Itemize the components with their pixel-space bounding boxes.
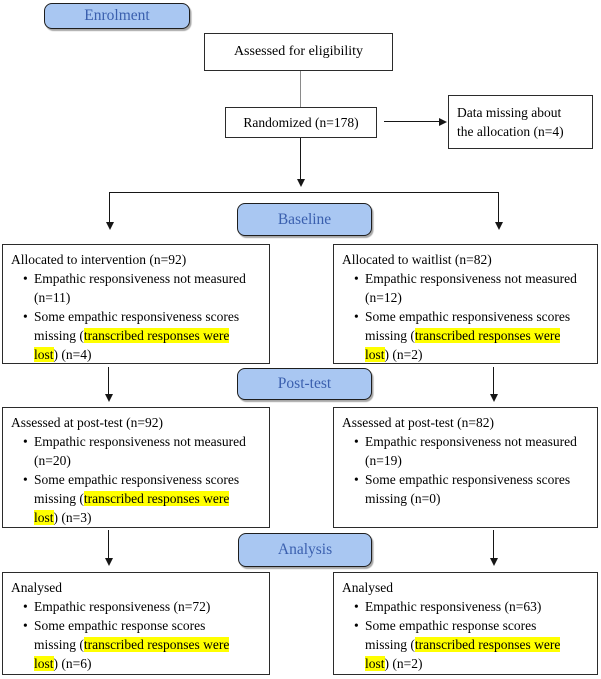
bullet-icon: •: [23, 271, 28, 286]
box-assessed-eligibility: Assessed for eligibility: [204, 33, 393, 71]
box-randomized: Randomized (n=178): [225, 107, 377, 138]
box-analysed-intervention: Analysed • Empathic responsiveness (n=72…: [2, 572, 270, 675]
allocated-intervention-title: Allocated to intervention (n=92): [11, 252, 187, 267]
arrow-posttest-right-down: [493, 530, 495, 559]
arrow-split-right: [498, 192, 500, 223]
arrow-alloc-left-down: [108, 367, 110, 395]
bullet-icon: •: [23, 309, 28, 324]
list-item: • Some empathic responsiveness scores mi…: [342, 470, 593, 508]
box-data-missing: Data missing about the allocation (n=4): [448, 95, 593, 149]
list-item: • Some empathic response scores missing …: [11, 616, 265, 673]
posttest-waitlist-title: Assessed at post-test (n=82): [342, 415, 494, 430]
arrow-posttest-left-down: [108, 530, 110, 559]
bullet-icon: •: [23, 599, 28, 614]
bullet-icon: •: [354, 271, 359, 286]
bullet-text: Some empathic response scores missing (: [365, 618, 537, 652]
list-item: • Empathic responsiveness not measured (…: [342, 432, 593, 470]
list-item: • Some empathic responsiveness scores mi…: [342, 307, 593, 363]
bullet-icon: •: [354, 309, 359, 324]
stage-label-baseline: Baseline: [277, 210, 332, 228]
bullet-text: ) (n=2): [384, 347, 423, 362]
bullet-text: Empathic responsiveness not measured (n=…: [34, 434, 246, 468]
bullet-text: Some empathic response scores missing (: [34, 618, 206, 652]
bullet-text: Empathic responsiveness not measured (n=…: [34, 271, 246, 305]
list-item: • Empathic responsiveness not measured (…: [11, 269, 265, 307]
bullet-text: Some empathic responsiveness scores miss…: [34, 309, 240, 343]
list-item: • Empathic responsiveness not measured (…: [342, 269, 593, 307]
analysed-waitlist-title: Analysed: [342, 580, 393, 595]
box-allocated-waitlist: Allocated to waitlist (n=82) • Empathic …: [333, 244, 598, 364]
line-eligibility-to-randomized: [300, 71, 301, 107]
analysed-intervention-title: Analysed: [11, 580, 62, 595]
bullet-icon: •: [23, 434, 28, 449]
allocated-waitlist-title: Allocated to waitlist (n=82): [342, 252, 492, 267]
bullet-icon: •: [354, 599, 359, 614]
bullet-icon: •: [23, 618, 28, 633]
list-item: • Some empathic responsiveness scores mi…: [11, 307, 265, 363]
stage-pill-baseline: Baseline: [237, 203, 372, 236]
bullet-icon: •: [354, 434, 359, 449]
bullet-text: ) (n=3): [53, 510, 92, 525]
arrow-split-left: [109, 192, 111, 223]
list-item: • Some empathic response scores missing …: [342, 616, 593, 673]
bullet-text: Empathic responsiveness (n=72): [34, 599, 211, 614]
arrow-randomized-to-data-missing: [384, 121, 440, 123]
bullet-text: Some empathic responsiveness scores miss…: [34, 472, 240, 506]
bullet-icon: •: [23, 472, 28, 487]
bullet-text: Empathic responsiveness (n=63): [365, 599, 542, 614]
bullet-text: ) (n=4): [53, 347, 92, 362]
randomized-label: Randomized (n=178): [243, 114, 359, 130]
list-item: • Some empathic responsiveness scores mi…: [11, 470, 265, 527]
bullet-text: ) (n=2): [384, 656, 423, 671]
box-posttest-waitlist: Assessed at post-test (n=82) • Empathic …: [333, 407, 598, 528]
bullet-text: Some empathic responsiveness scores miss…: [365, 472, 571, 506]
bullet-text: Empathic responsiveness not measured (n=…: [365, 434, 577, 468]
box-posttest-intervention: Assessed at post-test (n=92) • Empathic …: [2, 407, 270, 528]
list-item: • Empathic responsiveness not measured (…: [11, 432, 265, 470]
stage-label-posttest: Post-test: [277, 375, 332, 392]
assessed-eligibility-label: Assessed for eligibility: [233, 44, 364, 59]
bullet-text: Empathic responsiveness not measured (n=…: [365, 271, 577, 305]
bullet-icon: •: [354, 618, 359, 633]
bullet-icon: •: [354, 472, 359, 487]
line-split-horizontal: [109, 192, 499, 194]
arrow-alloc-right-down: [493, 367, 495, 395]
stage-label-enrolment: Enrolment: [84, 7, 150, 24]
list-item: • Empathic responsiveness (n=72): [11, 597, 265, 616]
bullet-text: Some empathic responsiveness scores miss…: [365, 309, 571, 343]
stage-label-analysis: Analysis: [277, 541, 333, 558]
arrow-randomized-down: [300, 138, 302, 180]
bullet-text: ) (n=6): [53, 656, 92, 671]
stage-pill-enrolment: Enrolment: [44, 3, 190, 29]
box-allocated-intervention: Allocated to intervention (n=92) • Empat…: [2, 244, 270, 364]
posttest-intervention-title: Assessed at post-test (n=92): [11, 415, 163, 430]
box-analysed-waitlist: Analysed • Empathic responsiveness (n=63…: [333, 572, 598, 675]
list-item: • Empathic responsiveness (n=63): [342, 597, 593, 616]
stage-pill-analysis: Analysis: [238, 533, 372, 567]
data-missing-label: Data missing about the allocation (n=4): [457, 105, 564, 139]
stage-pill-posttest: Post-test: [237, 368, 372, 400]
